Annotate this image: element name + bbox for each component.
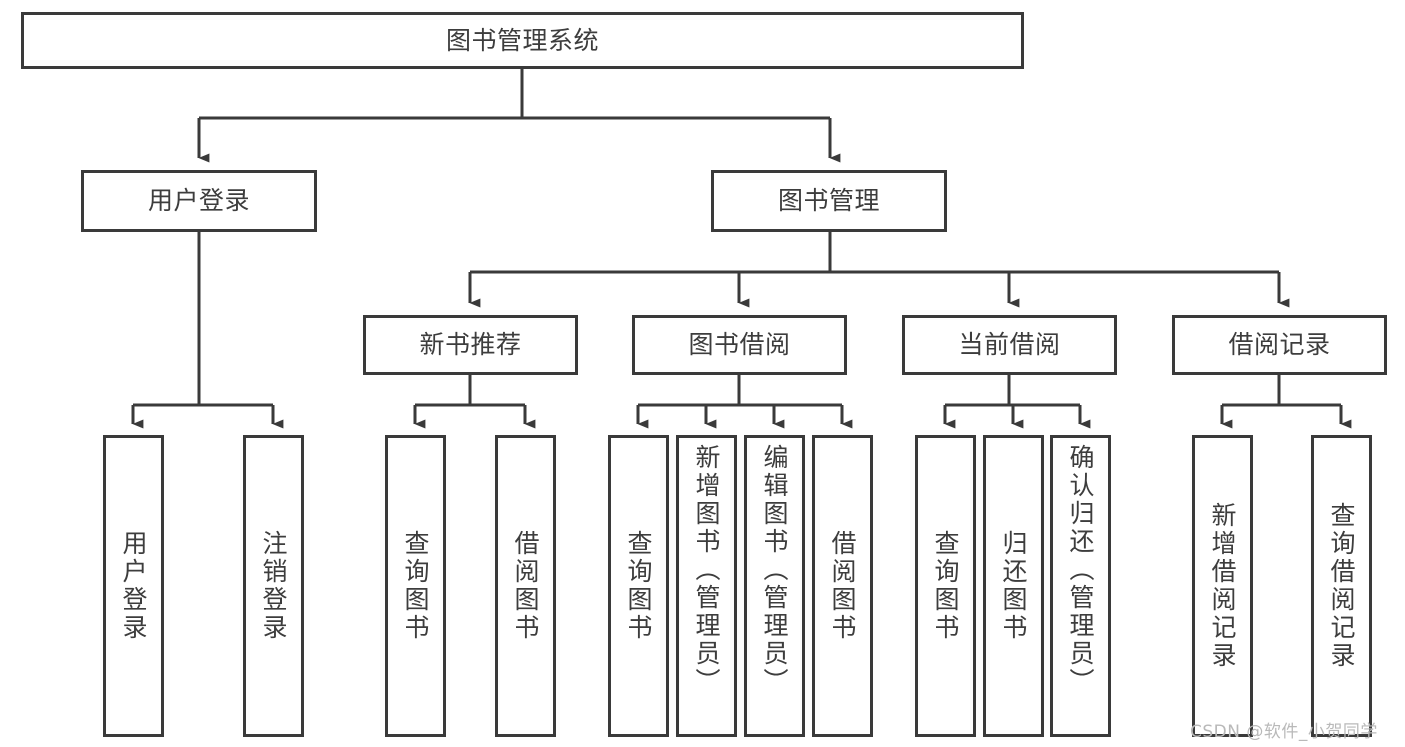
leaf-book-borrow-edit[interactable]: 编辑图书（管理员） [744, 435, 805, 737]
node-label: 图书借阅 [688, 330, 791, 359]
node-label: 借阅记录 [1228, 330, 1331, 359]
leaf-current-borrow-confirm-return[interactable]: 确认归还（管理员） [1050, 435, 1111, 737]
node-label: 查询图书 [401, 530, 430, 642]
node-label: 编辑图书（管理员） [760, 444, 789, 696]
leaf-book-borrow-query[interactable]: 查询图书 [608, 435, 669, 737]
node-user-login[interactable]: 用户登录 [81, 170, 317, 232]
node-label: 查询借阅记录 [1327, 502, 1356, 670]
leaf-borrow-record-query[interactable]: 查询借阅记录 [1311, 435, 1372, 737]
leaf-book-borrow-borrow[interactable]: 借阅图书 [812, 435, 873, 737]
node-label: 用户登录 [147, 186, 250, 215]
node-label: 图书管理 [777, 186, 880, 215]
node-borrow-record[interactable]: 借阅记录 [1172, 315, 1387, 375]
node-book-borrow[interactable]: 图书借阅 [632, 315, 847, 375]
node-label: 新增图书（管理员） [692, 444, 721, 696]
node-label: 归还图书 [999, 530, 1028, 642]
node-label: 新书推荐 [419, 330, 522, 359]
leaf-new-book-borrow[interactable]: 借阅图书 [495, 435, 556, 737]
node-label: 确认归还（管理员） [1066, 444, 1095, 696]
leaf-user-login-logout[interactable]: 注销登录 [243, 435, 304, 737]
node-new-book-recommend[interactable]: 新书推荐 [363, 315, 578, 375]
leaf-new-book-query[interactable]: 查询图书 [385, 435, 446, 737]
node-label: 借阅图书 [511, 530, 540, 642]
node-label: 图书管理系统 [445, 25, 599, 55]
node-label: 查询图书 [931, 530, 960, 642]
node-label: 用户登录 [119, 530, 148, 642]
leaf-current-borrow-query[interactable]: 查询图书 [915, 435, 976, 737]
node-current-borrow[interactable]: 当前借阅 [902, 315, 1117, 375]
leaf-user-login-login[interactable]: 用户登录 [103, 435, 164, 737]
node-label: 查询图书 [624, 530, 653, 642]
leaf-book-borrow-add[interactable]: 新增图书（管理员） [676, 435, 737, 737]
node-book-manage[interactable]: 图书管理 [711, 170, 947, 232]
leaf-borrow-record-add[interactable]: 新增借阅记录 [1192, 435, 1253, 737]
leaf-current-borrow-return[interactable]: 归还图书 [983, 435, 1044, 737]
node-label: 新增借阅记录 [1208, 502, 1237, 670]
csdn-watermark: CSDN @软件_小贺同学 [1190, 722, 1378, 742]
node-label: 借阅图书 [828, 530, 857, 642]
node-label: 当前借阅 [958, 330, 1061, 359]
node-label: 注销登录 [259, 530, 288, 642]
node-root-system[interactable]: 图书管理系统 [21, 12, 1024, 69]
